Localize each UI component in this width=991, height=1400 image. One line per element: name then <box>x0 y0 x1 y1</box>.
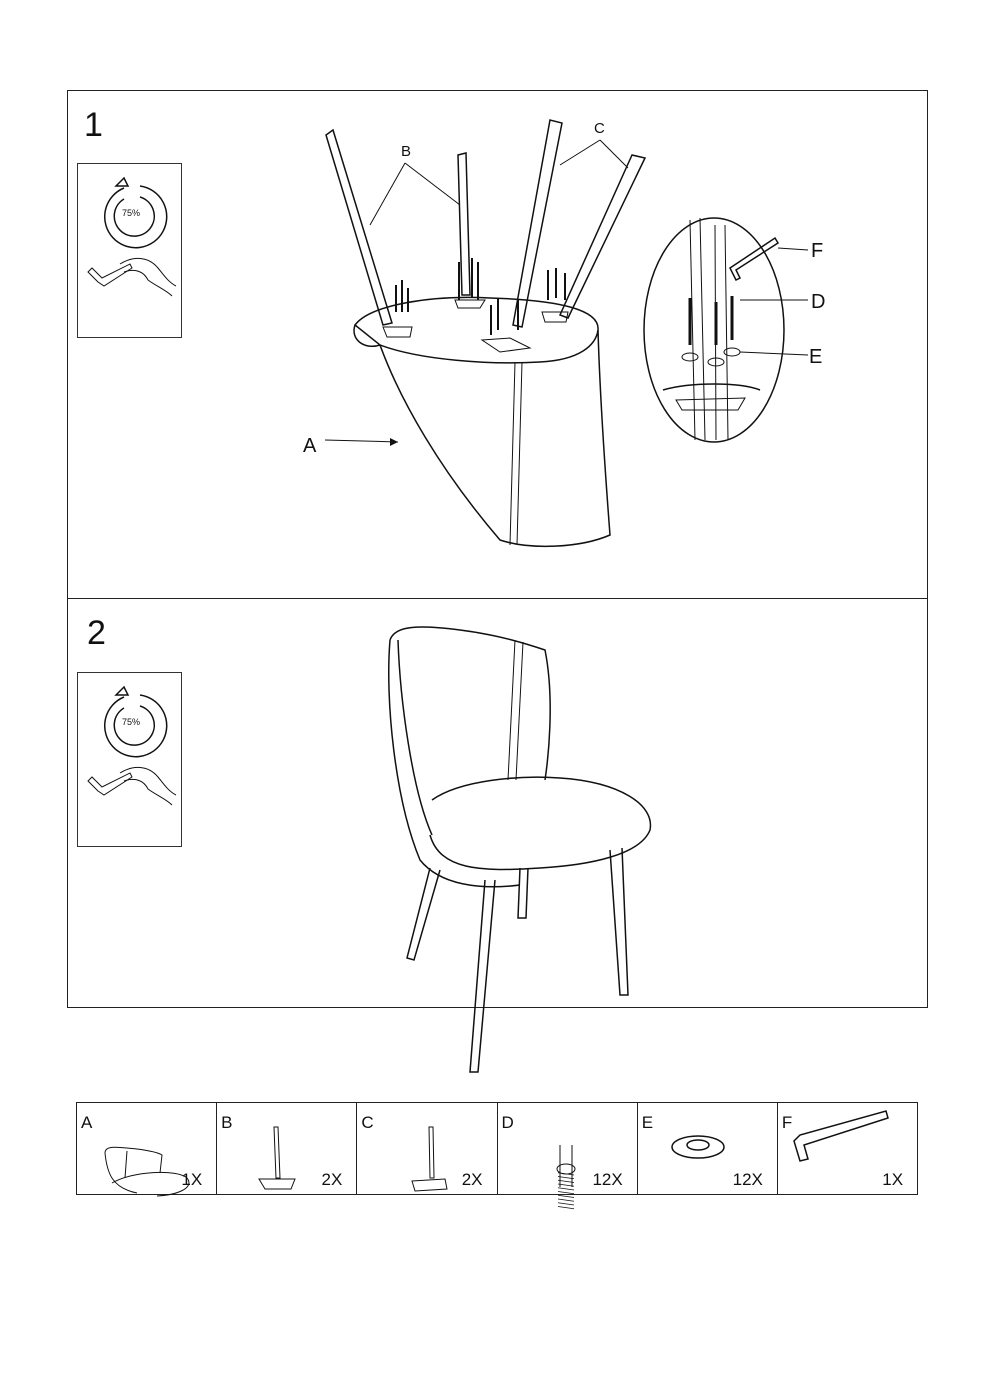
chair-seat-icon <box>104 1146 190 1197</box>
callout-a: A <box>303 435 317 457</box>
callout-e: E <box>809 346 823 368</box>
part-qty: 12X <box>732 1170 763 1189</box>
part-letter: B <box>221 1113 233 1132</box>
part-e: E 12X <box>638 1103 778 1194</box>
part-qty: 1X <box>181 1170 203 1189</box>
part-d: D 12X <box>498 1103 638 1210</box>
parts-list: A 1X B 2X C 2X D 12X E <box>76 1102 918 1210</box>
leg-icon <box>411 1126 448 1192</box>
rotate-arrow-icon <box>87 176 177 297</box>
callout-b: B <box>401 143 412 160</box>
torque-percent: 75% <box>121 208 140 218</box>
rotate-arrow-icon <box>87 685 177 806</box>
screw-icon <box>556 1145 576 1210</box>
step-2-number: 2 <box>87 614 106 652</box>
part-letter: F <box>781 1113 793 1132</box>
part-b: B 2X <box>217 1103 358 1194</box>
step-1-tool-box: 75% <box>77 163 182 338</box>
part-f: F 1X <box>778 1103 917 1194</box>
hex-key-hand-icon <box>87 258 177 297</box>
step-divider <box>67 598 928 599</box>
part-letter: A <box>81 1113 93 1132</box>
part-qty: 1X <box>882 1170 904 1189</box>
torque-percent: 75% <box>121 717 140 727</box>
leg-icon <box>258 1126 296 1190</box>
part-c: C 2X <box>357 1103 498 1194</box>
part-qty: 12X <box>592 1170 623 1189</box>
step-1-diagram <box>324 119 809 548</box>
part-letter: E <box>641 1113 654 1132</box>
callout-d: D <box>811 291 826 313</box>
assembled-chair-diagram <box>388 626 652 1073</box>
callout-c: C <box>594 120 605 137</box>
part-letter: D <box>501 1113 514 1132</box>
callout-f: F <box>811 240 824 262</box>
part-qty: 2X <box>321 1170 343 1189</box>
instruction-frame <box>67 90 928 1008</box>
part-a: A 1X <box>77 1103 218 1197</box>
washer-icon <box>670 1135 725 1159</box>
part-letter: C <box>361 1113 374 1132</box>
hex-key-icon <box>793 1110 889 1162</box>
step-2-tool-box: 75% <box>77 672 182 847</box>
part-qty: 2X <box>461 1170 483 1189</box>
hex-key-hand-icon <box>87 767 177 806</box>
step-1-number: 1 <box>84 106 103 144</box>
